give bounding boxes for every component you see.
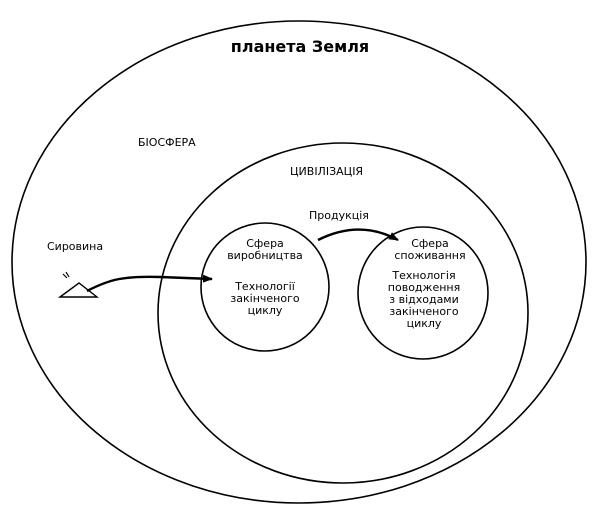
consumption-tech-line2: поводження <box>387 281 461 294</box>
production-sphere-title-line1: Сфера <box>246 237 284 250</box>
production-tech-line2: закінченого <box>230 292 300 305</box>
civilization-ellipse <box>157 142 529 484</box>
consumption-sphere-title-line1: Сфера <box>411 237 449 250</box>
consumption-tech-line3: з відходами <box>389 293 459 306</box>
mountain-icon <box>57 271 100 298</box>
product-label: Продукція <box>309 209 369 222</box>
consumption-tech-line4: закінченого <box>389 305 459 318</box>
biosphere-label: БІОСФЕРА <box>138 136 196 149</box>
production-sphere-circle <box>200 222 330 352</box>
product-arrow <box>317 228 399 242</box>
consumption-tech-line1: Технологія <box>392 269 456 282</box>
production-tech-line1: Технології <box>235 280 295 293</box>
consumption-sphere-title-line2: споживання <box>394 249 466 262</box>
earth-ellipse <box>11 20 587 504</box>
civilization-label: ЦИВІЛІЗАЦІЯ <box>290 165 364 178</box>
production-sphere-title-line2: виробництва <box>227 249 303 262</box>
diagram-title: планета Земля <box>230 37 370 56</box>
consumption-tech-line5: циклу <box>406 317 442 330</box>
production-tech-line3: циклу <box>247 304 283 317</box>
raw-material-arrow <box>86 274 213 293</box>
raw-material-label: Сировина <box>47 240 104 253</box>
consumption-sphere-circle <box>357 226 489 360</box>
